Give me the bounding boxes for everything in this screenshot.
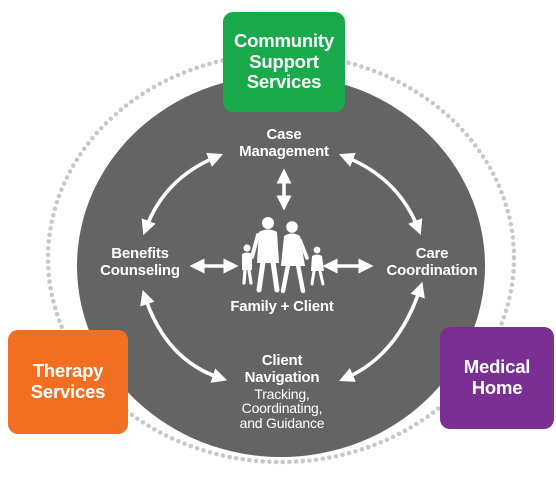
benefits-line-2: Counseling (100, 261, 180, 279)
arrow-benefits-to-client-navigation (140, 289, 228, 383)
arrow-case-to-benefits (141, 152, 223, 236)
arrow-case-to-care (338, 152, 423, 236)
case-line-1: Case (266, 126, 302, 143)
care-line-2: Coordination (386, 261, 478, 279)
arrow-care-to-client-navigation (339, 281, 425, 382)
therapy-line-2: Services (30, 381, 106, 402)
benefits-counseling-label: Benefits Counseling (80, 245, 200, 280)
case-management-label: Case Management (222, 126, 346, 161)
care-line-1: Care (415, 245, 449, 262)
family-client-label: Family + Client (202, 298, 362, 316)
community-line-2: Support (249, 50, 319, 72)
client-nav-sub-3: and Guidance (239, 414, 325, 431)
benefits-line-1: Benefits (111, 245, 169, 262)
community-line-1: Community (234, 29, 334, 51)
medical-line-2: Home (471, 377, 523, 398)
medical-home-box: Medical Home (440, 327, 554, 429)
client-nav-line-2: Navigation (244, 368, 320, 386)
client-navigation-label: Client Navigation Tracking, Coordinating… (212, 352, 352, 431)
therapy-line-1: Therapy (32, 360, 104, 382)
care-coordination-label: Care Coordination (370, 245, 494, 280)
client-nav-sub-2: Coordinating, (241, 400, 323, 417)
community-support-services-box: Community Support Services (223, 12, 345, 112)
family-client-text: Family + Client (230, 298, 334, 315)
community-line-3: Services (246, 71, 322, 93)
client-nav-line-1: Client (261, 352, 303, 369)
client-nav-sub-1: Tracking, (254, 385, 310, 402)
case-line-2: Management (239, 142, 329, 160)
therapy-services-box: Therapy Services (8, 330, 128, 434)
medical-line-1: Medical (463, 356, 531, 378)
family-silhouette-icon (242, 217, 325, 294)
